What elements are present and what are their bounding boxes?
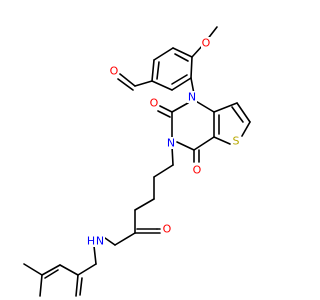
atom-label-background — [162, 223, 172, 235]
bond — [44, 269, 59, 279]
bond — [193, 99, 215, 113]
bond — [172, 47, 193, 58]
bond — [23, 263, 43, 276]
atom-label-nh-h: H — [87, 235, 95, 248]
bond — [134, 198, 155, 211]
bond — [151, 80, 173, 91]
bond — [93, 245, 97, 265]
bond — [104, 237, 116, 246]
bond — [236, 102, 251, 123]
atom-label-background — [231, 135, 241, 147]
bond — [171, 145, 174, 166]
bond — [153, 47, 174, 61]
bond — [39, 274, 43, 297]
atom-label-nh-n: N — [96, 235, 104, 248]
bond — [213, 136, 231, 145]
bond — [153, 164, 174, 178]
bond — [59, 264, 79, 276]
bond — [171, 74, 188, 85]
bond — [151, 59, 155, 82]
bond — [171, 102, 189, 113]
bond — [134, 80, 153, 87]
atom-label-n1: N — [188, 91, 196, 104]
bond — [193, 136, 215, 151]
bond — [190, 56, 193, 79]
atom-label-background — [149, 97, 159, 109]
bond — [114, 232, 136, 246]
bond — [231, 106, 244, 123]
bond — [213, 102, 238, 113]
atom-label-background — [187, 91, 197, 103]
atom-label-o-c2: O — [150, 97, 159, 110]
atom-label-background — [192, 164, 202, 176]
bond — [77, 263, 97, 276]
bond — [174, 53, 189, 62]
atom-label-o-aldehyde: O — [110, 65, 119, 78]
bond — [157, 110, 171, 118]
atom-label-n3: N — [167, 137, 175, 150]
bond — [171, 77, 192, 91]
atom-label-background — [86, 235, 96, 247]
bond — [241, 121, 251, 137]
bond — [41, 264, 61, 276]
bond — [117, 78, 134, 91]
atom-label-o-amide: O — [163, 223, 172, 236]
bond — [159, 105, 173, 113]
atom-label-o-methoxy: O — [202, 37, 211, 50]
atom-label-background — [201, 37, 211, 49]
bond — [119, 73, 136, 87]
bond — [176, 141, 195, 151]
atom-label-background — [95, 235, 105, 247]
atom-label-s: S — [233, 135, 240, 148]
bonds — [23, 26, 251, 297]
bond — [75, 274, 79, 297]
bond — [156, 61, 160, 80]
atom-label-background — [109, 65, 119, 77]
atom-label-background — [166, 137, 176, 149]
atom-label-o-c4: O — [193, 164, 202, 177]
bond — [79, 277, 83, 296]
